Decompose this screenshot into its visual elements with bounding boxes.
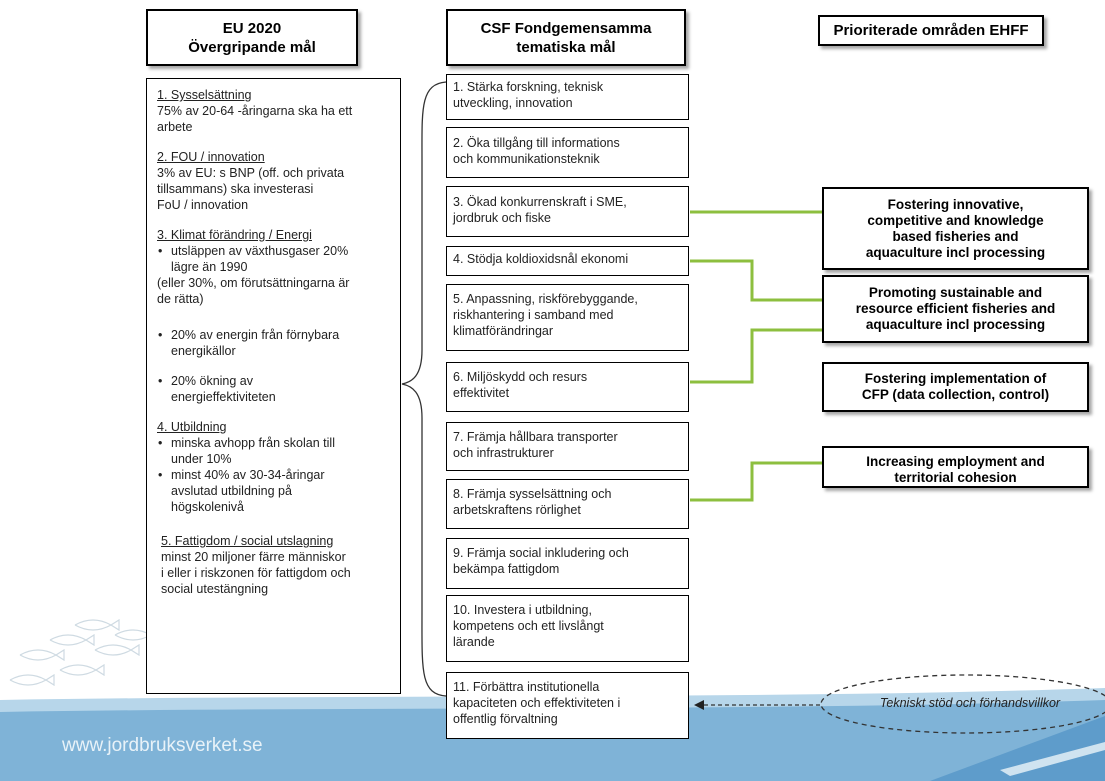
theme-7: 7. Främja hållbara transporter och infra… [446, 422, 689, 471]
goal-bullet: 20% ökning av energieffektiviteten [158, 373, 394, 405]
technical-support-label: Tekniskt stöd och förhandsvillkor [879, 696, 1061, 710]
connector-theme6-prio2 [690, 328, 822, 384]
goal-poverty: 5. Fattigdom / social utslagning minst 2… [157, 533, 394, 597]
goal-bullet: minst 40% av 30-34-åringar avslutad utbi… [158, 467, 394, 515]
goal-note: (eller 30%, om förutsättningarna är de r… [157, 276, 350, 306]
theme-8: 8. Främja sysselsättning och arbetskraft… [446, 479, 689, 529]
priority-sustainable-fisheries: Promoting sustainable and resource effic… [822, 275, 1089, 343]
goal-text: 3% av EU: s BNP (off. och privata tillsa… [157, 166, 345, 212]
header-csf: CSF Fondgemensamma tematiska mål [446, 9, 686, 66]
theme-10: 10. Investera i utbildning, kompetens oc… [446, 595, 689, 662]
theme-4: 4. Stödja koldioxidsnål ekonomi [446, 246, 689, 276]
priority-innovative-fisheries: Fostering innovative, competitive and kn… [822, 187, 1089, 270]
goal-title: 5. Fattigdom / social utslagning [161, 534, 334, 548]
goal-bullet: 20% av energin från förnybara energikäll… [158, 327, 394, 359]
goal-title: 3. Klimat förändring / Energi [157, 228, 312, 242]
goal-climate-energy: 3. Klimat förändring / Energi utsläppen … [157, 227, 394, 405]
theme-2: 2. Öka tillgång till informations och ko… [446, 127, 689, 178]
footer-website-link[interactable]: www.jordbruksverket.se [62, 735, 263, 756]
theme-5: 5. Anpassning, riskförebyggande, riskhan… [446, 284, 689, 351]
goal-bullet: minska avhopp från skolan till under 10% [158, 435, 394, 467]
priority-cfp-implementation: Fostering implementation of CFP (data co… [822, 362, 1089, 412]
header-priorities: Prioriterade områden EHFF [818, 15, 1044, 46]
theme-3: 3. Ökad konkurrenskraft i SME, jordbruk … [446, 186, 689, 237]
goal-bullet: utsläppen av växthusgaser 20% lägre än 1… [158, 243, 394, 275]
goal-title: 2. FOU / innovation [157, 150, 265, 164]
theme-6: 6. Miljöskydd och resurs effektivitet [446, 362, 689, 412]
goal-title: 4. Utbildning [157, 420, 227, 434]
connector-theme8-prio4 [690, 461, 822, 502]
goal-education: 4. Utbildning minska avhopp från skolan … [157, 419, 394, 515]
goal-title: 1. Sysselsättning [157, 88, 252, 102]
goal-rnd-innovation: 2. FOU / innovation 3% av EU: s BNP (off… [157, 149, 394, 213]
brace-connector [401, 81, 447, 697]
goal-text: minst 20 miljoner färre människor i elle… [161, 550, 351, 596]
theme-11: 11. Förbättra institutionella kapacitete… [446, 672, 689, 739]
theme-9: 9. Främja social inkludering och bekämpa… [446, 538, 689, 589]
goal-employment: 1. Sysselsättning 75% av 20-64 -åringarn… [157, 87, 394, 135]
arrow-head [694, 700, 704, 710]
goal-text: 75% av 20-64 -åringarna ska ha ett arbet… [157, 104, 353, 134]
priority-employment-cohesion: Increasing employment and territorial co… [822, 446, 1089, 488]
eu2020-goals-panel: 1. Sysselsättning 75% av 20-64 -åringarn… [146, 78, 401, 694]
theme-1: 1. Stärka forskning, teknisk utveckling,… [446, 74, 689, 120]
connector-theme4-prio2 [690, 259, 822, 302]
header-eu2020: EU 2020 Övergripande mål [146, 9, 358, 66]
